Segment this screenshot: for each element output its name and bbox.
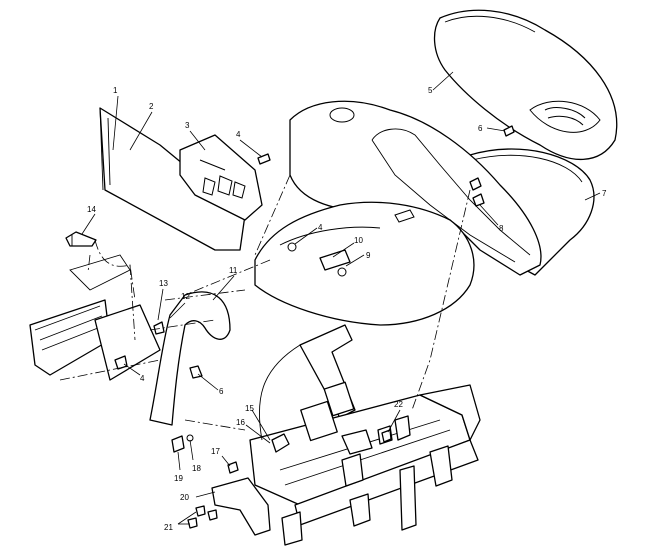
leader-lines [81, 71, 601, 525]
callout-17: 17 [211, 447, 220, 456]
callout-16: 16 [236, 418, 245, 427]
callout-6a: 6 [478, 124, 483, 133]
callout-4a: 4 [236, 130, 241, 139]
callout-1: 1 [113, 86, 118, 95]
callout-18: 18 [192, 464, 201, 473]
part-20-bracket [211, 477, 271, 536]
callout-15: 15 [245, 404, 254, 413]
callout-19: 19 [174, 474, 183, 483]
callout-10: 10 [354, 236, 363, 245]
part-3-liner [179, 134, 263, 221]
fasteners [65, 125, 515, 529]
callout-5: 5 [428, 86, 433, 95]
callout-4c: 4 [140, 374, 145, 383]
callout-3: 3 [185, 121, 190, 130]
callout-6b: 6 [219, 387, 224, 396]
callout-22: 22 [394, 400, 403, 409]
left-floorboard [29, 254, 161, 381]
callout-11: 11 [229, 266, 238, 275]
callout-2: 2 [149, 102, 154, 111]
frame [249, 324, 481, 546]
callout-4b: 4 [318, 223, 323, 232]
callout-21: 21 [164, 523, 173, 532]
callout-12: 12 [181, 292, 190, 301]
callout-7: 7 [602, 189, 607, 198]
part-11-fender-flare [149, 291, 231, 426]
alignment-lines [59, 174, 471, 431]
callout-20: 20 [180, 493, 189, 502]
callout-9: 9 [366, 251, 371, 260]
callout-labels: 1 2 3 4 5 6 7 8 9 10 4 11 12 13 14 4 6 1… [87, 86, 607, 532]
front-fender-body [254, 100, 542, 326]
callout-14: 14 [87, 205, 96, 214]
callout-8: 8 [499, 224, 504, 233]
part-5-tank-cover [433, 9, 618, 161]
callout-13: 13 [159, 279, 168, 288]
part-1-2-side-panel [99, 107, 246, 251]
